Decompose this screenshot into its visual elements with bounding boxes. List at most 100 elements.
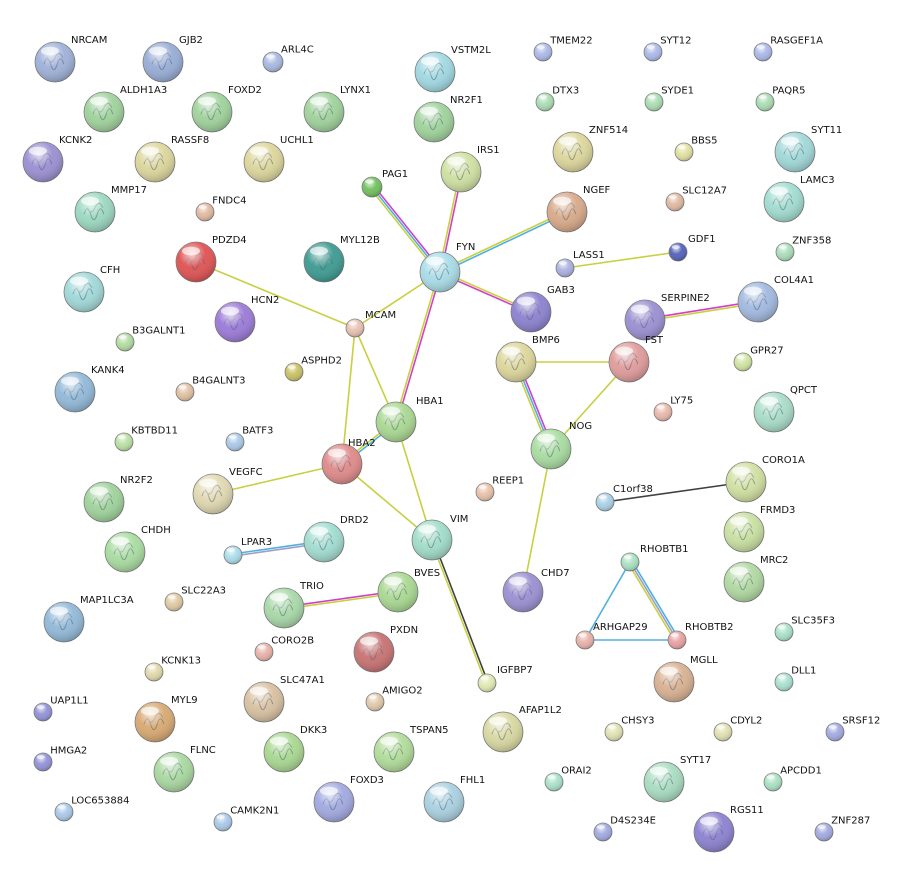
node-nog[interactable]: NOG — [530, 421, 592, 470]
node-ngef[interactable]: NGEF — [546, 185, 611, 233]
node-ly75[interactable]: LY75 — [653, 395, 693, 422]
node-rassf8[interactable]: RASSF8 — [134, 135, 209, 183]
node-hmga2[interactable]: HMGA2 — [33, 745, 87, 772]
node-asphd2[interactable]: ASPHD2 — [284, 355, 342, 382]
node-nr2f2[interactable]: NR2F2 — [83, 475, 153, 523]
node-myl12b[interactable]: MYL12B — [303, 235, 380, 283]
node-srsf12[interactable]: SRSF12 — [825, 715, 880, 742]
node-mgll[interactable]: MGLL — [653, 655, 718, 703]
node-bves[interactable]: BVES — [377, 568, 440, 613]
node-uchl1[interactable]: UCHL1 — [243, 135, 314, 183]
node-fhl1[interactable]: FHL1 — [423, 775, 485, 823]
node-amigo2[interactable]: AMIGO2 — [365, 685, 423, 712]
node-coro2b[interactable]: CORO2B — [254, 635, 314, 662]
node-kcnk13[interactable]: KCNK13 — [144, 655, 201, 682]
node-chdh[interactable]: CHDH — [104, 525, 171, 573]
node-slc35f3[interactable]: SLC35F3 — [774, 615, 835, 642]
node-gab3[interactable]: GAB3 — [510, 285, 575, 333]
node-map1lc3a[interactable]: MAP1LC3A — [43, 595, 134, 643]
node-flnc[interactable]: FLNC — [153, 745, 216, 793]
node-gdf1[interactable]: GDF1 — [668, 234, 716, 262]
node-syt17[interactable]: SYT17 — [643, 755, 711, 803]
node-lynx1[interactable]: LYNX1 — [303, 85, 371, 133]
node-fndc4[interactable]: FNDC4 — [195, 195, 246, 222]
node-dll1[interactable]: DLL1 — [774, 665, 816, 692]
node-vim[interactable]: VIM — [411, 514, 468, 561]
node-arhgap29[interactable]: ARHGAP29 — [575, 622, 648, 650]
node-col4a1[interactable]: COL4A1 — [737, 275, 814, 323]
node-pag1[interactable]: PAG1 — [361, 169, 408, 198]
node-bmp6[interactable]: BMP6 — [495, 335, 560, 383]
node-mrc2[interactable]: MRC2 — [723, 555, 788, 603]
node-dtx3[interactable]: DTX3 — [535, 85, 579, 112]
node-serpine2[interactable]: SERPINE2 — [624, 293, 710, 341]
node-rhobtb2[interactable]: RHOBTB2 — [667, 622, 734, 650]
node-rgs11[interactable]: RGS11 — [693, 805, 764, 853]
node-frmd3[interactable]: FRMD3 — [723, 505, 795, 553]
node-loc653884[interactable]: LOC653884 — [54, 795, 129, 822]
node-syde1[interactable]: SYDE1 — [644, 85, 694, 112]
node-nrcam[interactable]: NRCAM — [34, 35, 107, 83]
node-cfh[interactable]: CFH — [63, 265, 120, 313]
node-chd7[interactable]: CHD7 — [502, 568, 570, 613]
node-qpct[interactable]: QPCT — [753, 385, 818, 433]
node-irs1[interactable]: IRS1 — [440, 145, 500, 193]
node-reep1[interactable]: REEP1 — [475, 475, 524, 502]
node-paqr5[interactable]: PAQR5 — [755, 85, 805, 112]
node-cdyl2[interactable]: CDYL2 — [713, 715, 762, 742]
node-trio[interactable]: TRIO — [263, 581, 324, 629]
node-igfbp7[interactable]: IGFBP7 — [477, 665, 533, 693]
node-tspan5[interactable]: TSPAN5 — [373, 725, 449, 773]
node-bbs5[interactable]: BBS5 — [674, 135, 717, 162]
node-fst[interactable]: FST — [608, 335, 664, 383]
node-lass1[interactable]: LASS1 — [555, 250, 605, 278]
node-lpar3[interactable]: LPAR3 — [223, 537, 272, 565]
node-foxd2[interactable]: FOXD2 — [191, 85, 262, 133]
node-nr2f1[interactable]: NR2F1 — [413, 95, 483, 143]
node-coro1a[interactable]: CORO1A — [725, 455, 805, 503]
node-gjb2[interactable]: GJB2 — [142, 35, 203, 83]
node-aldh1a3[interactable]: ALDH1A3 — [83, 85, 167, 133]
node-fyn[interactable]: FYN — [419, 242, 475, 293]
node-kcnk2[interactable]: KCNK2 — [22, 135, 92, 183]
node-arl4c[interactable]: ARL4C — [262, 45, 314, 73]
node-slc47a1[interactable]: SLC47A1 — [243, 675, 325, 723]
node-znf287[interactable]: ZNF287 — [814, 815, 870, 842]
node-dkk3[interactable]: DKK3 — [263, 725, 327, 773]
node-znf358[interactable]: ZNF358 — [775, 235, 831, 262]
node-slc22a3[interactable]: SLC22A3 — [164, 585, 226, 612]
node-b3galnt1[interactable]: B3GALNT1 — [115, 325, 186, 352]
node-b4galnt3[interactable]: B4GALNT3 — [175, 375, 246, 402]
node-d4s234e[interactable]: D4S234E — [593, 815, 656, 842]
node-hcn2[interactable]: HCN2 — [214, 295, 279, 343]
node-slc12a7[interactable]: SLC12A7 — [665, 185, 727, 212]
node-kank4[interactable]: KANK4 — [54, 365, 125, 413]
node-afap1l2[interactable]: AFAP1L2 — [482, 705, 562, 753]
node-camk2n1[interactable]: CAMK2N1 — [213, 805, 279, 832]
node-mcam[interactable]: MCAM — [345, 310, 396, 338]
node-rasgef1a[interactable]: RASGEF1A — [753, 35, 823, 62]
node-mmp17[interactable]: MMP17 — [74, 185, 147, 233]
node-apcdd1[interactable]: APCDD1 — [763, 765, 822, 792]
node-batf3[interactable]: BATF3 — [225, 425, 273, 452]
node-syt11[interactable]: SYT11 — [774, 125, 842, 173]
node-rhobtb1[interactable]: RHOBTB1 — [620, 544, 689, 572]
node-myl9[interactable]: MYL9 — [134, 695, 198, 743]
node-orai2[interactable]: ORAI2 — [544, 765, 592, 792]
node-vegfc[interactable]: VEGFC — [192, 467, 263, 515]
node-pdzd4[interactable]: PDZD4 — [175, 235, 247, 283]
node-drd2[interactable]: DRD2 — [303, 515, 369, 563]
node-lamc3[interactable]: LAMC3 — [763, 175, 835, 223]
node-gpr27[interactable]: GPR27 — [733, 345, 784, 372]
node-pxdn[interactable]: PXDN — [353, 625, 418, 673]
node-c1orf38[interactable]: C1orf38 — [595, 484, 653, 512]
node-znf514[interactable]: ZNF514 — [552, 125, 628, 173]
node-syt12[interactable]: SYT12 — [643, 35, 691, 62]
node-foxd3[interactable]: FOXD3 — [313, 775, 384, 823]
node-tmem22[interactable]: TMEM22 — [533, 35, 593, 62]
node-hba2[interactable]: HBA2 — [321, 438, 376, 485]
node-kbtbd11[interactable]: KBTBD11 — [114, 425, 178, 452]
node-uap1l1[interactable]: UAP1L1 — [33, 695, 89, 722]
node-hba1[interactable]: HBA1 — [375, 396, 444, 443]
node-chsy3[interactable]: CHSY3 — [604, 715, 655, 742]
